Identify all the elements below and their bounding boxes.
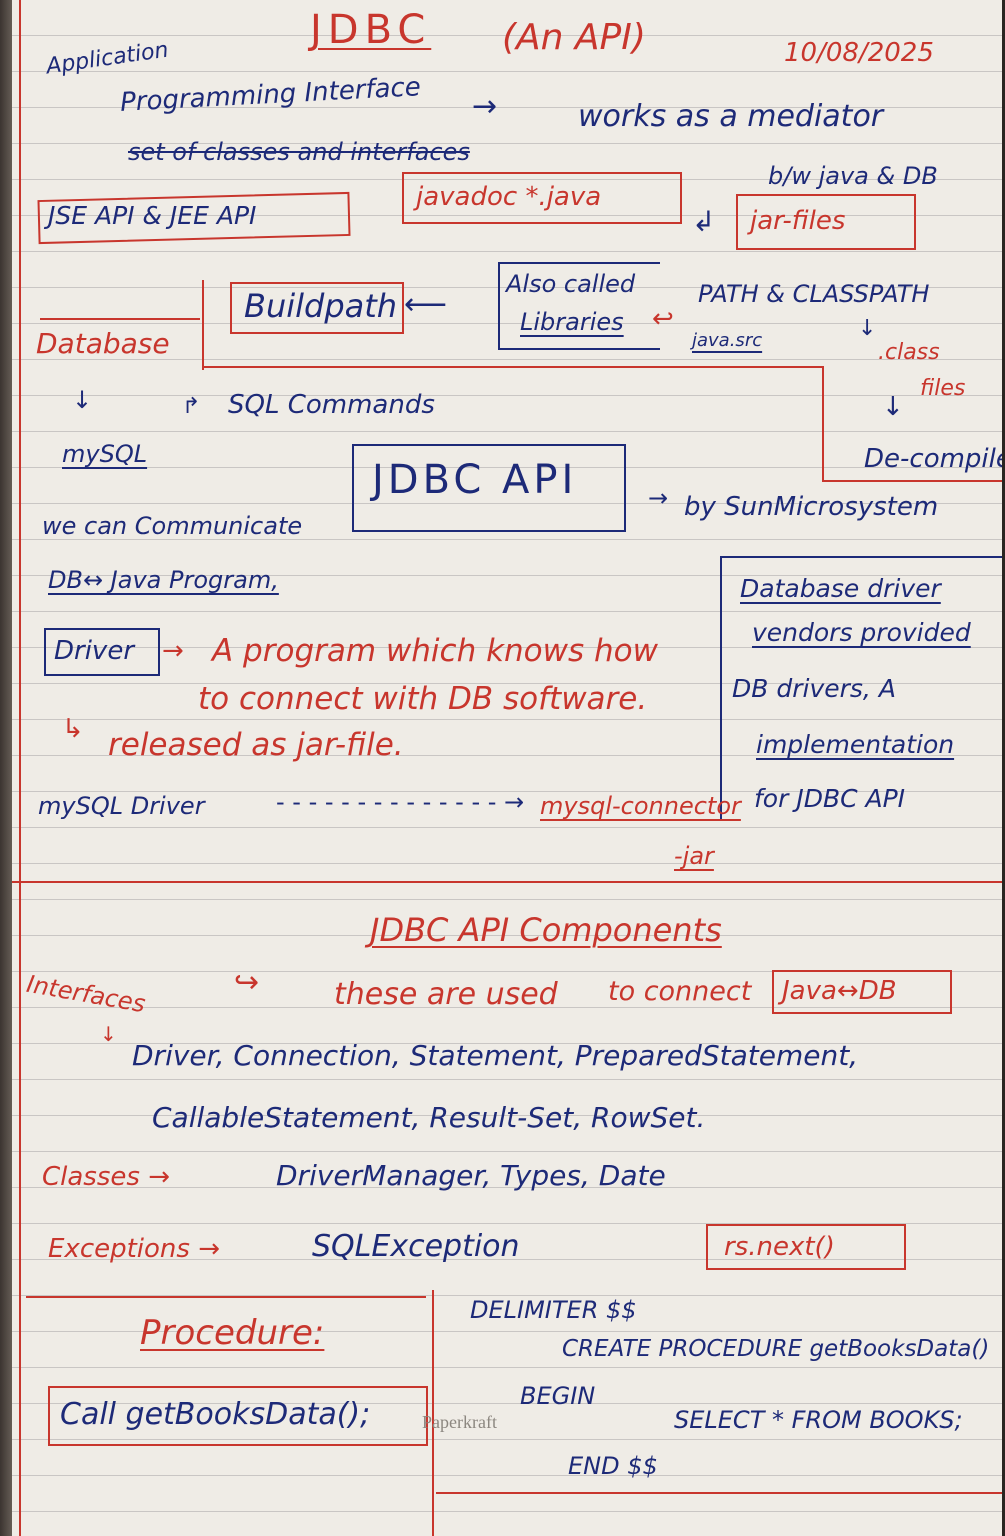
call-box <box>48 1386 428 1446</box>
interfaces-label: Interfaces <box>24 969 148 1019</box>
class-files-2: files <box>920 376 966 401</box>
arrow-to-buildpath: ⟵ <box>404 287 448 322</box>
arrow-jar-to-libraries: ↲ <box>692 205 716 238</box>
mysql-driver: mySQL Driver <box>38 792 205 820</box>
red-connector-line <box>202 366 822 368</box>
buildpath-box <box>230 282 404 334</box>
vendor-line-2: vendors provided <box>752 618 971 647</box>
vendor-box-top <box>720 556 1002 558</box>
notebook-page: JDBC (An API) 10/08/2025 Application Pro… <box>12 0 1002 1536</box>
decompile: De-compile <box>864 444 1002 474</box>
classes-list: DriverManager, Types, Date <box>276 1159 666 1192</box>
jar-files-label: jar-files <box>750 206 846 236</box>
components-heading: JDBC API Components <box>370 911 722 949</box>
mediator-line-1: works as a mediator <box>578 99 884 134</box>
exceptions-list: SQLException <box>312 1229 520 1264</box>
mysql-connector-2: -jar <box>674 842 714 870</box>
released-as: released as jar-file. <box>108 727 404 763</box>
vendor-line-5: for JDBC API <box>754 784 906 813</box>
buildpath-label: Buildpath <box>244 287 398 325</box>
procedure-label: Procedure: <box>140 1313 325 1353</box>
sql-begin: BEGIN <box>520 1382 596 1410</box>
these-are-used: these are used <box>334 977 558 1012</box>
notebook-binding <box>0 0 14 1536</box>
classes-label: Classes → <box>42 1162 170 1192</box>
arrow-db-to-mysql: ↓ <box>72 386 93 414</box>
procedure-vertical-divider <box>432 1290 434 1536</box>
acronym-line-2: Programming Interface <box>119 72 422 118</box>
released-arrow: ↳ <box>62 714 84 744</box>
arrow-by-sun: → <box>648 484 669 512</box>
arrow-to-class: ↩ <box>652 304 674 334</box>
page-title-suffix: (An API) <box>502 17 646 58</box>
sql-end: END $$ <box>568 1452 658 1480</box>
to-connect: to connect <box>608 976 752 1007</box>
class-files-1: .class <box>878 340 940 365</box>
driver-def-2: to connect with DB software. <box>198 681 648 717</box>
path-classpath: PATH & CLASSPATH <box>698 280 930 308</box>
java-db-box <box>772 970 952 1014</box>
also-called-label: Also called <box>506 270 636 298</box>
sql-select: SELECT * FROM BOOKS; <box>674 1406 963 1434</box>
red-connector-down <box>822 366 824 482</box>
exceptions-label: Exceptions → <box>48 1234 221 1264</box>
sql-commands: SQL Commands <box>228 390 435 420</box>
rs-next-label: rs.next() <box>724 1232 835 1262</box>
mysql-label: mySQL <box>62 440 148 468</box>
sql-create: CREATE PROCEDURE getBooksData() <box>562 1336 990 1362</box>
procedure-divider <box>26 1296 426 1298</box>
javadoc-label: javadoc *.java <box>416 182 602 212</box>
dashed-arrow: - - - - - - - - - - - - - - → <box>276 788 525 816</box>
acronym-line-1: Application <box>44 37 171 80</box>
section-divider <box>12 881 1002 883</box>
margin-line <box>19 0 21 1536</box>
driver-box <box>44 628 160 676</box>
sql-delimiter: DELIMITER $$ <box>470 1296 637 1324</box>
interfaces-list-1: Driver, Connection, Statement, PreparedS… <box>132 1039 859 1072</box>
vendor-line-3: DB drivers, A <box>732 674 896 703</box>
interfaces-down-arrow: ↓ <box>100 1022 117 1046</box>
decompile-arrow: ↓ <box>882 392 904 422</box>
database-label: Database <box>36 327 170 360</box>
vendor-line-1: Database driver <box>740 574 941 603</box>
vendor-box-left <box>720 556 722 820</box>
arrow-sql: ↱ <box>182 394 201 419</box>
db-java-program: DB↔ Java Program, <box>48 566 279 594</box>
driver-def-1: A program which knows how <box>212 633 658 669</box>
vendor-line-4: implementation <box>756 730 955 759</box>
java-db-label: Java↔DB <box>782 976 897 1006</box>
driver-label: Driver <box>54 636 135 666</box>
mediator-line-2: b/w java & DB <box>768 162 938 190</box>
database-top-line <box>40 318 200 320</box>
jdbc-api-box <box>352 444 626 532</box>
java-src: java.src <box>692 330 763 351</box>
mysql-connector-1: mysql-connector <box>540 792 741 820</box>
call-statement: Call getBooksData(); <box>60 1397 371 1432</box>
red-connector-end <box>822 480 1002 482</box>
we-can-communicate: we can Communicate <box>42 512 303 540</box>
page-title: JDBC <box>310 7 432 53</box>
rs-next-box <box>706 1224 906 1270</box>
javadoc-box <box>402 172 682 224</box>
interfaces-list-2: CallableStatement, Result-Set, RowSet. <box>152 1101 706 1134</box>
jdbc-api-label: JDBC API <box>372 457 578 503</box>
class-arrow: ↓ <box>858 316 877 341</box>
set-of-classes: set of classes and interfaces <box>128 138 470 166</box>
watermark: Paperkraft <box>422 1412 497 1432</box>
arrow-mediator: → <box>472 89 498 124</box>
by-sun-microsystem: by SunMicrosystem <box>684 492 939 522</box>
jar-files-box <box>736 194 916 250</box>
libraries-box <box>498 262 660 350</box>
date: 10/08/2025 <box>784 38 934 68</box>
jse-jee-label: JSE API & JEE API <box>48 201 257 230</box>
interfaces-arrow: ↪ <box>234 965 260 1000</box>
arrow-driver: → <box>162 636 184 666</box>
bottom-red-line <box>436 1492 1002 1494</box>
database-bracket <box>202 280 204 370</box>
libraries-label: Libraries <box>520 308 624 336</box>
